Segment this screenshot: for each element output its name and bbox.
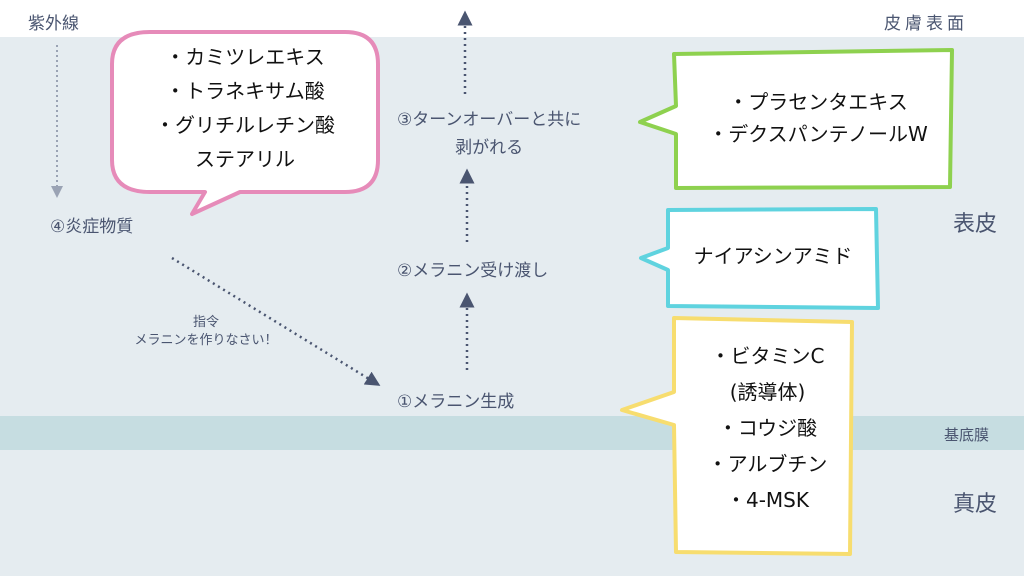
yellow-item: (誘導体) — [729, 380, 806, 404]
pink-item: ・カミツレエキス — [165, 45, 325, 69]
command-line2: メラニンを作りなさい！ — [134, 333, 278, 348]
basement-membrane-band — [0, 416, 1024, 450]
cyan-item: ナイアシンアミド — [693, 244, 853, 268]
basement-membrane-label: 基底膜 — [944, 426, 990, 444]
command-annotation: 指令 メラニンを作りなさい！ — [108, 314, 304, 350]
green-item: ・デクスパンテノールW — [708, 122, 928, 146]
green-callout-box — [638, 48, 954, 190]
step3-line1: ③ターンオーバーと共に — [397, 110, 582, 130]
cyan-callout-box — [639, 207, 880, 310]
green-callout-text: ・プラセンタエキス ・デクスパンテノールW — [683, 86, 953, 150]
step3-turnover: ③ターンオーバーと共に 剥がれる — [397, 106, 581, 162]
step3-line2: 剥がれる — [455, 138, 524, 158]
step1-melanin-production: ①メラニン生成 — [397, 392, 515, 412]
pink-item: ・グリチルレチン酸 — [155, 113, 335, 137]
yellow-callout-text: ・ビタミンC (誘導体) ・コウジ酸 ・アルブチン ・4-MSK — [680, 338, 855, 518]
epidermis-label: 表皮 — [953, 212, 998, 237]
yellow-callout-box — [620, 316, 854, 556]
dermis-label: 真皮 — [953, 492, 998, 517]
cyan-callout-text: ナイアシンアミド — [668, 240, 878, 272]
pink-item: ステアリル — [195, 147, 295, 171]
dermis-band — [0, 450, 1024, 576]
pink-callout-bubble — [110, 30, 380, 216]
yellow-item: ・コウジ酸 — [717, 416, 818, 440]
pink-callout-text: ・カミツレエキス ・トラネキサム酸 ・グリチルレチン酸 ステアリル — [120, 40, 370, 176]
uv-label: 紫外線 — [28, 14, 79, 34]
step2-melanin-transfer: ②メラニン受け渡し — [397, 261, 549, 281]
green-item: ・プラセンタエキス — [728, 90, 908, 114]
yellow-item: ・アルブチン — [707, 452, 828, 476]
yellow-item: ・4-MSK — [725, 488, 809, 512]
pink-item: ・トラネキサム酸 — [165, 79, 325, 103]
step4-inflammatory-substances: ④炎症物質 — [50, 217, 134, 237]
command-line1: 指令 — [192, 315, 219, 330]
skin-surface-label: 皮膚表面 — [884, 14, 968, 34]
yellow-item: ・ビタミンC — [710, 344, 825, 368]
